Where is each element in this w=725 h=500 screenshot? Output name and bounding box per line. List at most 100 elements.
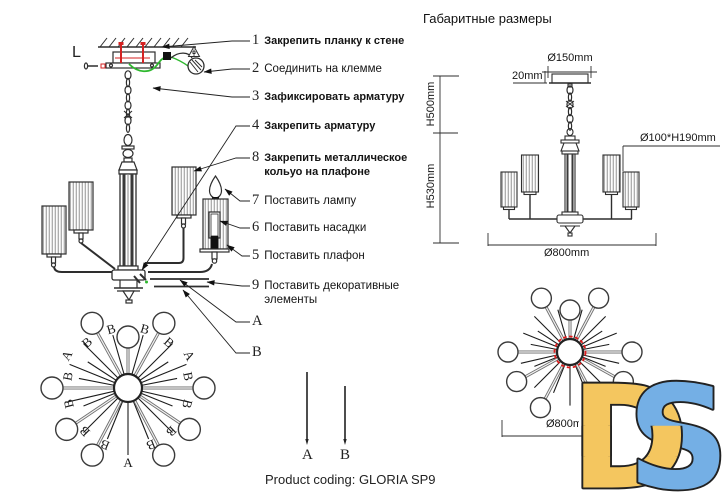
rod-type-label: B [59,370,75,382]
leader-lines [141,40,250,354]
callout-7: 7 Поставить лампу [252,192,436,209]
shades [41,166,197,268]
shade-top-view [40,376,64,400]
rod-b-label: B [340,447,351,463]
rod-type-label: B [180,371,196,383]
terminal-block [163,52,171,60]
dim-shade-size: Ø100*H190mm [640,132,716,144]
shade-top-view [80,443,105,467]
callout-text: Поставить плафон [264,250,365,262]
ground-wire [128,56,167,73]
top-view-assembled [497,287,643,419]
shade-detail [199,174,230,264]
ground-symbol [187,45,205,75]
shade-top-view [587,287,610,309]
callout-number: 9 [252,277,260,293]
callout-5: 5 Поставить плафон [252,247,436,264]
logo-letter-d-overlap: D [574,378,688,500]
callout-number: 4 [252,117,260,133]
page-title: Габаритные размеры [423,11,552,26]
dimension-drawing [433,66,720,246]
shade-top-view [192,376,216,400]
callout-a: A [252,313,262,330]
rod-type-label: B [161,334,178,351]
dim-height-upper: H500mm [425,81,437,127]
dim-top-view-diameter: Ø800mm [546,418,579,430]
callout-text: Закрепить планку к стене [264,35,405,47]
screw-marks [100,42,150,69]
shade-top-view [116,325,140,349]
ds-logo: D S D [568,354,725,500]
callout-number: 6 [252,219,260,235]
callout-3: 3 Зафиксировать арматуру [252,88,436,105]
rod-a-label: A [302,447,313,463]
red-ring-marker [553,335,587,369]
dim-canopy-diameter: Ø150mm [547,52,593,64]
rod-type-label: B [179,398,196,411]
rod-type-label: A [58,347,76,363]
callout-number: 1 [252,32,260,48]
callout-number: 3 [252,88,260,104]
rod-type-label: B [139,320,152,337]
dim-canopy-height: 20mm [512,70,543,82]
shade-top-view [505,370,528,393]
shade-top-view [588,396,611,419]
shade-top-view [151,443,176,467]
screw-icon [83,62,98,70]
callout-1: 1 Закрепить планку к стене [252,32,436,49]
callout-text: Зафиксировать арматуру [264,91,405,103]
logo-letter-s: S [627,378,725,500]
shade-top-view [177,417,202,442]
product-coding: Product coding: GLORIA SP9 [265,472,436,487]
callout-text: Поставить декоративные элементы [264,280,400,306]
rod-type-label: B [105,320,118,337]
brand-logo: D S D [568,354,725,500]
lamp-bulb [208,174,223,199]
callout-text: Закрепить арматуру [264,120,376,132]
callout-text: Соединить на клемме [264,63,382,75]
callout-text: Поставить насадки [264,222,367,234]
callout-text: Закрепить металлическое кольуо на плафон… [264,152,408,178]
callout-number: 5 [252,247,260,263]
hub [111,269,146,281]
logo-letter-d: D [574,378,688,500]
rod-detail [305,372,347,445]
shade-top-view [497,341,519,363]
callout-number: B [252,344,262,360]
callout-number: A [252,313,263,329]
callout-number: 8 [252,149,260,165]
dim-fixture-diameter: Ø800mm [544,247,590,259]
shade-top-view [530,287,553,309]
callout-number: 7 [252,192,260,208]
callout-text: Поставить лампу [264,195,357,207]
shade-top-view [529,396,552,419]
hub-top-view [555,337,585,367]
dim-height-lower: H530mm [425,163,437,209]
main-chandelier-drawing [41,37,230,304]
shade-top-view [612,370,635,393]
chain-side-view [566,85,574,131]
rod-type-label: A [181,348,199,364]
ceiling-hatch [99,37,189,48]
callout-6: 6 Поставить насадки [252,219,436,236]
hub-top-view [112,372,144,404]
callout-number: 2 [252,60,260,76]
rod-type-label: A [123,455,133,470]
shade-top-view [152,311,176,335]
callout-2: 2 Соединить на клемме [252,60,436,77]
shade-top-view [54,417,79,442]
callout-b: B [252,344,262,361]
chain [124,70,132,133]
rod-type-label: B [79,334,96,351]
callout-4: 4 Закрепить арматуру [252,117,436,134]
shade-top-view [80,311,104,335]
rod-type-label: B [60,397,77,410]
shade-top-view [559,299,581,321]
top-view-dimension [501,420,600,437]
shade-top-view [621,341,643,363]
